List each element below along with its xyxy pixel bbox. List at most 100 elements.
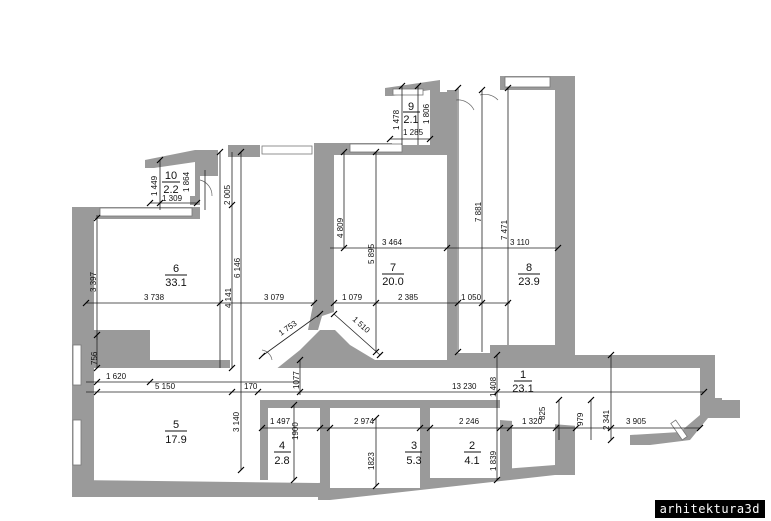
wall-room4-left: [260, 400, 268, 480]
wall-4-3: [320, 400, 330, 500]
room-floor-2: [430, 408, 500, 478]
room-label-7: 7 20.0: [382, 262, 404, 288]
svg-text:10: 10: [165, 170, 177, 182]
room-floor-10: [154, 162, 195, 196]
wall-corridor-south: [260, 400, 510, 408]
wall-shaft: [555, 420, 575, 475]
dim-label: 1823: [367, 452, 376, 470]
dim-label: 1 620: [106, 372, 127, 381]
dim-label: 1 050: [461, 293, 482, 302]
dim-label: 2 341: [602, 409, 611, 430]
room-label-9: 9 2.1: [403, 101, 420, 126]
dim-label: 2 246: [459, 417, 480, 426]
window-room9: [392, 88, 424, 96]
svg-text:33.1: 33.1: [165, 277, 186, 289]
svg-text:6: 6: [173, 263, 179, 275]
dim-label: 1 478: [392, 109, 401, 130]
dim-label: 3 905: [626, 417, 647, 426]
svg-text:17.9: 17.9: [165, 434, 186, 446]
svg-text:4: 4: [279, 440, 285, 452]
window-room8-north: [504, 76, 551, 88]
svg-text:7: 7: [390, 262, 396, 274]
window-west-1: [72, 344, 82, 386]
dim-label: 7 881: [474, 201, 483, 222]
wall-corridor-north: [94, 330, 715, 398]
wall-6-7: [314, 150, 334, 310]
dim-label: 1 864: [182, 171, 191, 192]
dim-label: 756: [90, 351, 99, 365]
wall-6-7-diag: [308, 300, 334, 330]
wall-7-8: [447, 90, 457, 360]
room-floor-3: [330, 408, 420, 488]
wall-north-6: [228, 145, 260, 157]
dim-label: 3 738: [144, 293, 165, 302]
dim-label: 1 408: [489, 376, 498, 397]
room-floor-8: [457, 90, 555, 352]
window-west-2: [72, 419, 82, 466]
room-floor-6: [94, 157, 314, 360]
dim-label: 1 079: [342, 293, 363, 302]
wall-south: [72, 480, 318, 497]
room-label-4: 4 2.8: [274, 440, 291, 467]
room-label-6: 6 33.1: [165, 263, 187, 289]
window-room7-north: [349, 143, 403, 153]
wall-east-8: [555, 76, 575, 361]
dimension-lines: [86, 86, 704, 486]
svg-text:5.3: 5.3: [406, 455, 421, 467]
room-label-1: 1 23.1: [512, 369, 533, 395]
room-labels: 1 23.1 2 4.1 3 5.3 4 2.8 5 17.9 6 33.1: [162, 101, 540, 467]
dim-label: 3 079: [264, 293, 285, 302]
svg-text:5: 5: [173, 419, 179, 431]
dim-label: 825: [538, 406, 547, 420]
room-label-3: 3 5.3: [405, 440, 422, 467]
door-room10: [199, 179, 213, 197]
dim-label: 1 449: [150, 175, 159, 196]
door-room8: [479, 94, 499, 101]
door-room9: [455, 99, 475, 111]
dim-label: 1 497: [270, 417, 291, 426]
dim-label: 5 895: [367, 243, 376, 264]
svg-text:2: 2: [469, 440, 475, 452]
watermark-logo: arhitektura3d: [654, 500, 765, 518]
room-label-5: 5 17.9: [165, 419, 187, 446]
dim-label: 3 397: [89, 271, 98, 292]
svg-text:8: 8: [526, 262, 532, 274]
window-room6-north: [99, 207, 193, 217]
svg-text:20.0: 20.0: [382, 276, 403, 288]
room-label-2: 2 4.1: [464, 440, 481, 467]
room-floor-5: [94, 392, 260, 480]
dim-label: 3 110: [510, 238, 530, 247]
wall-3-2: [420, 403, 430, 488]
dim-label: 1 806: [422, 103, 431, 124]
dim-label: 1 320: [522, 417, 543, 426]
room-floor-9: [392, 90, 430, 145]
dim-label: 1077: [292, 371, 301, 389]
wall-east: [630, 398, 740, 445]
dim-label: 5 150: [155, 382, 176, 391]
dim-label: 979: [576, 412, 585, 426]
room-floor-hall-east: [512, 420, 555, 435]
svg-text:9: 9: [408, 101, 414, 113]
svg-text:23.9: 23.9: [518, 276, 539, 288]
dim-label: 7 471: [500, 219, 509, 240]
room-floor-1: [94, 368, 700, 430]
dim-label: 4 809: [336, 217, 345, 238]
room-floors: [94, 90, 700, 488]
window-room6-north2: [261, 145, 313, 155]
dim-label: 1 309: [162, 194, 183, 203]
dim-label: 2 005: [223, 184, 232, 205]
svg-text:2.2: 2.2: [163, 184, 178, 196]
dimension-ticks: [82, 82, 708, 490]
dimension-labels: 1 478 1 806 1 285 1 449 1 864 1 309 2 00…: [89, 103, 647, 471]
doors: [199, 94, 499, 361]
dim-label: 4 141: [224, 287, 233, 308]
dim-label: 1 839: [489, 450, 498, 471]
svg-text:4.1: 4.1: [464, 455, 479, 467]
room-floor-7: [334, 155, 447, 355]
svg-text:23.1: 23.1: [512, 383, 533, 395]
door-room6: [261, 349, 273, 361]
dim-label: 13 230: [452, 382, 477, 391]
svg-text:2.1: 2.1: [403, 114, 418, 126]
dim-label: 2 385: [398, 293, 419, 302]
